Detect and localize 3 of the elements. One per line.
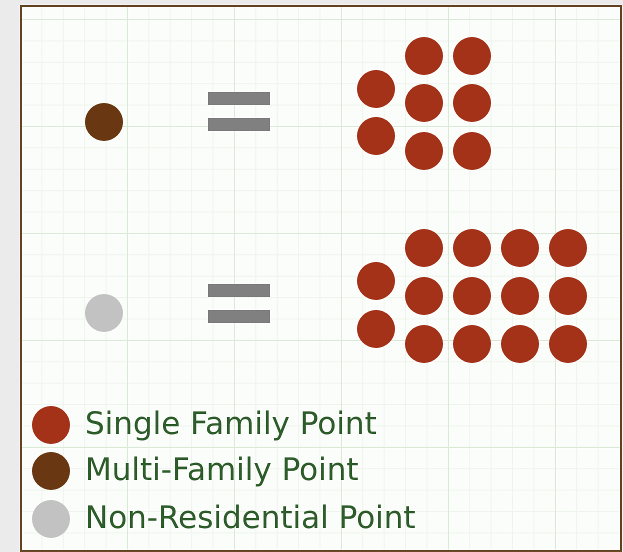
legend-text: Non-Residential Point [85,500,416,536]
legend-text: Single Family Point [85,406,377,442]
legend-text: Multi-Family Point [85,452,359,488]
